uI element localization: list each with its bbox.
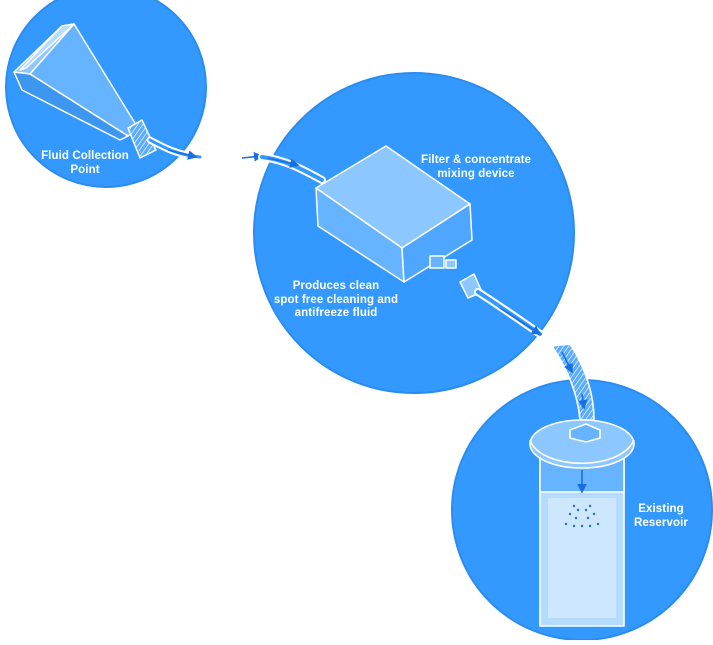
- collection-step: [5, 0, 207, 188]
- label-line: mixing device: [437, 167, 515, 180]
- label-line: Filter & concentrate: [421, 154, 531, 166]
- label-line: Fluid Collection: [41, 150, 129, 162]
- label-line: Produces clean: [292, 280, 380, 292]
- reservoir-step: [451, 343, 713, 641]
- spray-icon: [564, 504, 600, 528]
- flow-arrow: [167, 149, 198, 160]
- reservoir-tank-icon: [529, 343, 635, 627]
- filter-label: Filter & concentrate mixing device: [410, 154, 542, 181]
- reservoir-label: Existing Reservoir: [628, 503, 694, 530]
- flow-arrow: [499, 307, 542, 335]
- collection-label: Fluid Collection Point: [30, 150, 140, 177]
- label-line: Point: [70, 163, 100, 176]
- filter-step: [241, 72, 575, 394]
- label-line: Reservoir: [634, 516, 688, 529]
- output-label: Produces clean spot free cleaning and an…: [266, 280, 406, 321]
- label-line: antifreeze fluid: [294, 307, 378, 319]
- label-line: Existing: [638, 503, 684, 515]
- filter-box-icon: [315, 145, 483, 299]
- funnel-collector-icon: [13, 23, 157, 159]
- label-line: spot free cleaning and: [273, 293, 399, 306]
